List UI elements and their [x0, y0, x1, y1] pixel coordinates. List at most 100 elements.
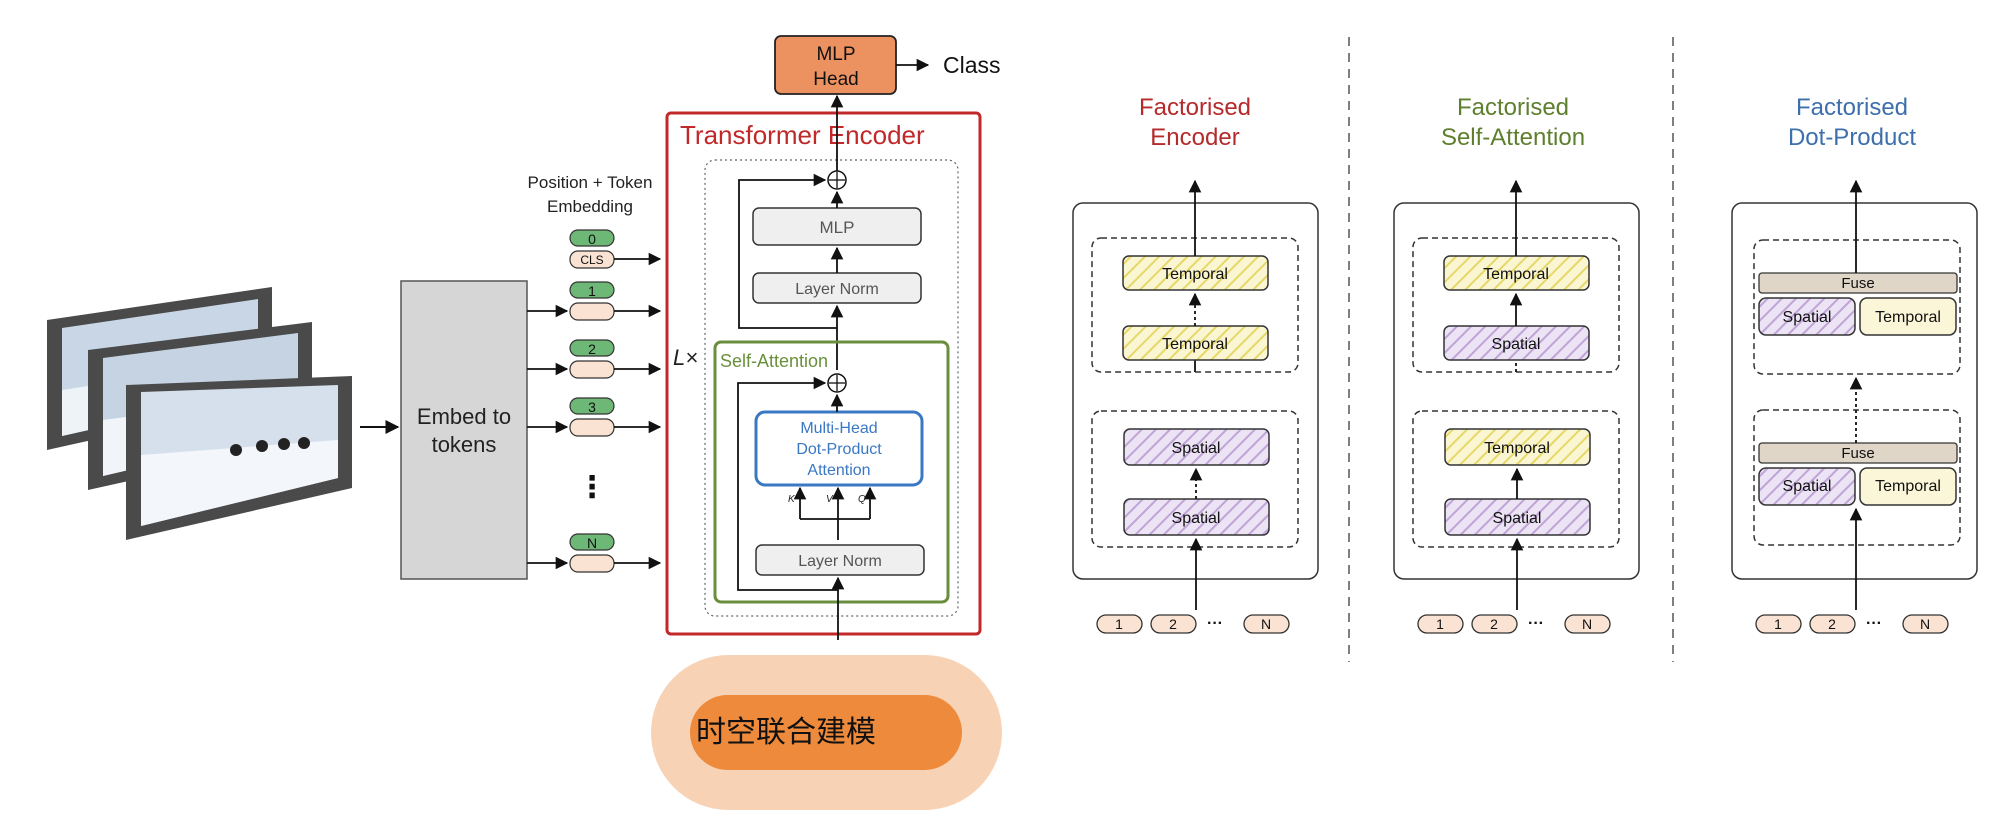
temporal-block-label: Temporal	[1162, 336, 1228, 353]
input-token-label: N	[1920, 616, 1930, 632]
panel-title-line2: Dot-Product	[1788, 124, 1916, 151]
spatial-block-label: Spatial	[1172, 510, 1221, 527]
input-token	[1096, 614, 1143, 634]
spatial-group-box	[1091, 410, 1299, 548]
attention-label-line1: Multi-Head	[800, 420, 877, 437]
position-index-badge	[569, 533, 615, 551]
fuse-block	[1758, 442, 1958, 464]
factorised-dot-product-panel: Factorised Dot-Product Fuse Spatial Temp…	[1731, 94, 1978, 634]
position-index-badge	[569, 339, 615, 357]
mlp-label: MLP	[820, 218, 855, 237]
temporal-block	[1859, 297, 1957, 336]
spatial-block	[1123, 428, 1270, 466]
embed-to-tokens-box	[400, 280, 528, 580]
attention-label-line2: Dot-Product	[796, 441, 882, 458]
key-label: K	[788, 494, 796, 505]
token-pill	[569, 554, 615, 573]
spatial-block-label: Spatial	[1493, 510, 1542, 527]
video-frame-front	[126, 376, 352, 540]
position-index-2: 2	[588, 341, 596, 357]
temporal-block-label: Temporal	[1875, 309, 1941, 326]
temporal-block-label: Temporal	[1484, 440, 1550, 457]
input-token-label: 2	[1169, 616, 1177, 632]
query-label: Q	[858, 494, 866, 505]
token-pill	[569, 418, 615, 437]
multi-head-attention-box	[754, 410, 924, 487]
attention-group-box	[1412, 410, 1620, 548]
input-token	[1471, 614, 1518, 634]
temporal-block-label: Temporal	[1483, 266, 1549, 283]
input-token	[1755, 614, 1802, 634]
mlp-head-label-line1: MLP	[816, 44, 855, 65]
input-token-ellipsis: ···	[1528, 615, 1544, 632]
lx-label: L×	[673, 345, 698, 370]
position-index-badge	[569, 397, 615, 415]
position-index-n: N	[587, 535, 597, 551]
temporal-block	[1444, 428, 1591, 466]
panel-title-line2: Encoder	[1150, 124, 1239, 151]
panel-title-line1: Factorised	[1139, 94, 1251, 121]
spatial-block-label: Spatial	[1783, 478, 1832, 495]
class-label: Class	[943, 52, 1001, 78]
spatial-block-label: Spatial	[1492, 336, 1541, 353]
video-frames	[47, 287, 352, 540]
factorised-self-attention-panel: Factorised Self-Attention Temporal Spati…	[1393, 94, 1640, 634]
input-token-label: 1	[1115, 616, 1123, 632]
self-attention-title: Self-Attention	[720, 351, 828, 371]
input-token-ellipsis: ···	[1866, 615, 1882, 632]
input-token-label: 2	[1828, 616, 1836, 632]
fuse-block	[1758, 272, 1958, 294]
spatial-block-label: Spatial	[1783, 309, 1832, 326]
transformer-encoder-box	[665, 111, 982, 636]
mlp-head-label-line2: Head	[813, 69, 858, 90]
joint-modeling-button[interactable]	[690, 695, 962, 770]
token-ellipsis: ⋮	[577, 471, 607, 504]
input-token	[1243, 614, 1290, 634]
fused-group-box	[1753, 409, 1961, 546]
input-token	[1809, 614, 1856, 634]
temporal-block-label: Temporal	[1875, 478, 1941, 495]
position-embedding-label-line2: Embedding	[547, 197, 633, 216]
factorised-encoder-panel: Factorised Encoder Temporal Temporal Spa…	[1072, 94, 1319, 634]
panel-title-line2: Self-Attention	[1441, 124, 1585, 151]
input-token	[1902, 614, 1949, 634]
position-index-badge	[569, 281, 615, 299]
temporal-block	[1859, 467, 1957, 506]
transformer-encoder-title: Transformer Encoder	[680, 120, 925, 150]
position-index-3: 3	[588, 399, 596, 415]
encoder-layer-dotted-box	[704, 159, 959, 617]
input-token-label: N	[1261, 616, 1271, 632]
panel-outer-box	[1731, 202, 1978, 580]
panel-title-line1: Factorised	[1457, 94, 1569, 121]
input-token	[1417, 614, 1464, 634]
token-pill	[569, 360, 615, 379]
input-token-label: 1	[1436, 616, 1444, 632]
spatial-block	[1758, 467, 1856, 506]
layer-norm-lower-box	[755, 544, 925, 576]
embed-label-line2: tokens	[432, 432, 497, 457]
panel-title-line1: Factorised	[1796, 94, 1908, 121]
attention-label-line3: Attention	[807, 462, 870, 479]
position-index-0: 0	[588, 231, 596, 247]
token-column: 0 CLS 1 2 3 ⋮ N	[527, 229, 662, 573]
cls-token-label: CLS	[580, 253, 603, 267]
input-token	[1150, 614, 1197, 634]
embed-label-line1: Embed to	[417, 404, 511, 429]
layer-norm-upper-label: Layer Norm	[795, 281, 879, 298]
input-token	[1564, 614, 1611, 634]
input-token-label: N	[1582, 616, 1592, 632]
temporal-block-label: Temporal	[1162, 266, 1228, 283]
fuse-block-label: Fuse	[1841, 445, 1874, 462]
spatial-block	[1758, 297, 1856, 336]
input-token-ellipsis: ···	[1207, 615, 1223, 632]
value-label: V	[826, 494, 834, 505]
input-token-label: 1	[1774, 616, 1782, 632]
input-token-label: 2	[1490, 616, 1498, 632]
token-pill	[569, 302, 615, 321]
self-attention-box	[713, 340, 950, 604]
joint-modeling-button-label[interactable]: 时空联合建模	[696, 715, 876, 750]
layer-norm-lower-label: Layer Norm	[798, 553, 882, 570]
fused-group-box	[1753, 239, 1961, 375]
